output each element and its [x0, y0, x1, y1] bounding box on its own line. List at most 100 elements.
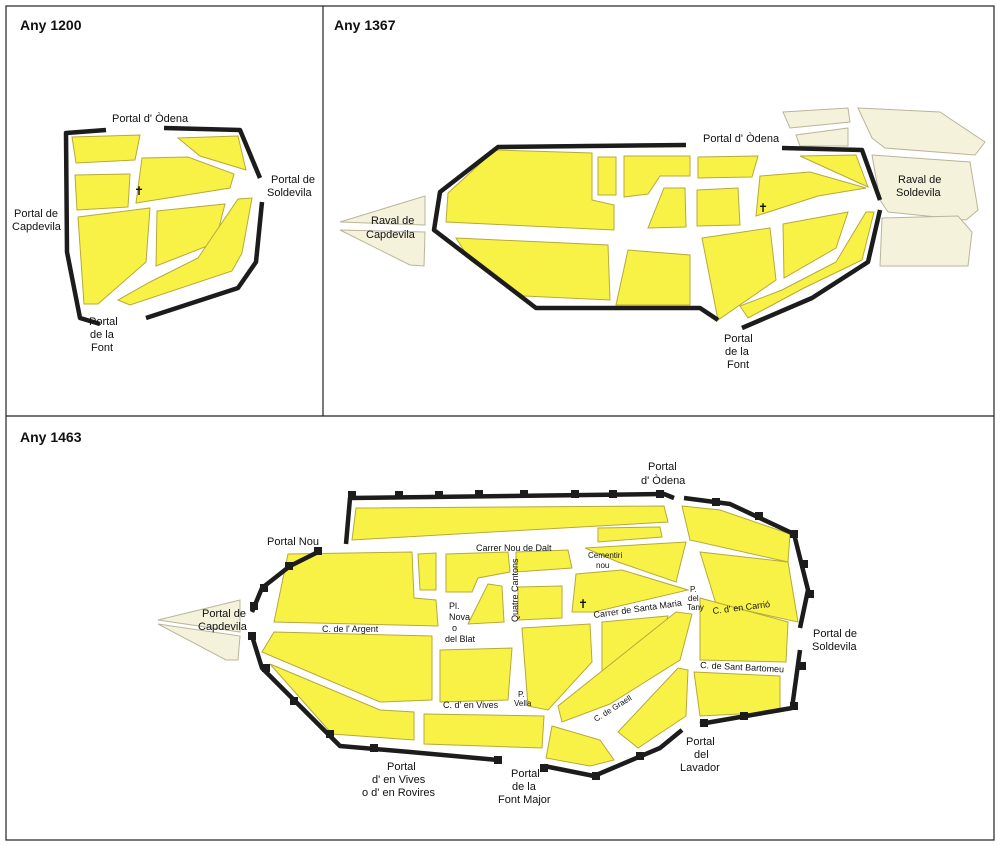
wall-tower [740, 712, 748, 720]
panel-1463: Any 1463 [20, 429, 858, 806]
label-portal-font-2: de la [90, 329, 115, 341]
city-block [445, 551, 511, 593]
city-block [696, 187, 741, 227]
label-cementiri-1: Cementiri [588, 551, 622, 560]
suburb-block [339, 229, 426, 267]
label-p-vella-2: Vella [514, 699, 532, 708]
wall-tower [755, 512, 763, 520]
wall-tower [540, 764, 548, 772]
label-c-argent: C. de l' Argent [322, 624, 379, 634]
city-block [623, 155, 691, 198]
city-block [417, 552, 437, 591]
city-block [439, 647, 513, 703]
wall-tower [790, 530, 798, 538]
label-portal-font-3: Font [727, 359, 749, 371]
wall-tower [435, 491, 443, 499]
label-portal-capdevila-1: Portal de [14, 208, 58, 220]
walls-1200 [63, 125, 265, 327]
panel-title-1463: Any 1463 [20, 429, 82, 445]
city-block [261, 631, 433, 703]
label-portal-lavador-1: Portal [686, 736, 715, 748]
city-block [557, 611, 693, 723]
city-block [135, 156, 235, 204]
walls-1367 [431, 142, 883, 331]
city-block [617, 667, 689, 749]
wall-tower [494, 756, 502, 764]
city-wall [63, 127, 107, 327]
suburb-block [795, 127, 849, 147]
label-pl-nova-2: Nova [449, 612, 470, 622]
label-portal-soldevila-2: Soldevila [267, 187, 313, 199]
city-block [615, 249, 691, 306]
label-c-sant-bartomeu: C. de Sant Bartomeu [700, 660, 784, 674]
city-block [571, 569, 690, 613]
label-portal-font-2: de la [725, 346, 750, 358]
label-p-vella-1: P. [518, 690, 525, 699]
city-block [269, 663, 415, 741]
blocks-1200 [71, 134, 253, 306]
wall-tower [348, 491, 356, 500]
label-portal-capdevila-2: Capdevila [198, 621, 248, 633]
wall-tower [260, 584, 268, 592]
label-raval-capdevila-1: Raval de [371, 215, 414, 227]
label-portal-lavador-3: Lavador [680, 762, 720, 774]
label-c-vives: C. d' en Vives [443, 700, 499, 710]
wall-towers-1463 [248, 490, 814, 780]
city-block [693, 671, 781, 717]
city-block [521, 623, 593, 711]
church-icon: ✝ [758, 201, 768, 215]
suburbs-1367 [339, 107, 986, 267]
label-raval-capdevila-2: Capdevila [366, 229, 416, 241]
wall-tower [262, 664, 270, 672]
city-block [739, 211, 875, 319]
city-block [467, 583, 505, 625]
blocks-1367 [445, 149, 875, 321]
label-p-tany-1: P. [690, 585, 697, 594]
label-portal-capdevila-1: Portal de [202, 608, 246, 620]
city-wall [163, 125, 263, 179]
church-icon: ✝ [578, 597, 588, 611]
city-wall [249, 549, 320, 613]
wall-tower [314, 547, 322, 555]
suburb-block [157, 599, 241, 633]
city-wall [145, 201, 265, 321]
city-block [647, 187, 687, 229]
label-portal-odena: Portal d' Òdena [112, 112, 189, 125]
panel-title-1367: Any 1367 [334, 17, 396, 33]
wall-tower [592, 772, 600, 780]
city-block [545, 725, 615, 767]
label-quatre-cantons: Quatre Cantons [510, 558, 520, 622]
city-block [799, 154, 869, 188]
wall-tower [700, 719, 708, 727]
label-carrer-nou-dalt: Carrer Nou de Dalt [476, 543, 552, 553]
label-portal-odena: Portal d' Òdena [703, 132, 780, 145]
city-block [597, 156, 617, 196]
wall-tower [520, 490, 528, 498]
city-block [701, 227, 777, 321]
suburb-block [782, 107, 851, 129]
city-wall [543, 728, 684, 779]
panel-title-1200: Any 1200 [20, 17, 82, 33]
city-block [273, 551, 439, 627]
label-portal-soldevila-1: Portal de [271, 174, 315, 186]
city-wall [343, 491, 675, 545]
wall-tower [285, 562, 293, 570]
city-block [455, 237, 611, 301]
suburb-block [157, 623, 241, 661]
city-block [782, 211, 849, 279]
city-block [74, 173, 131, 211]
label-pl-nova-4: del Blat [445, 634, 476, 644]
label-portal-vives-2: d' en Vives [372, 774, 426, 786]
panel-1367: Any 1367 [334, 17, 986, 371]
city-block [597, 526, 663, 543]
wall-tower [326, 730, 334, 738]
label-portal-font-major-2: de la [512, 781, 537, 793]
wall-tower [636, 752, 644, 760]
city-block [176, 135, 247, 171]
panel-1200: Any 1200 ✝ Portal d' Òdena Portal de Sol… [12, 17, 315, 354]
suburb-block [879, 215, 973, 267]
city-block [423, 713, 545, 749]
city-block [71, 134, 141, 164]
wall-tower [806, 590, 814, 598]
